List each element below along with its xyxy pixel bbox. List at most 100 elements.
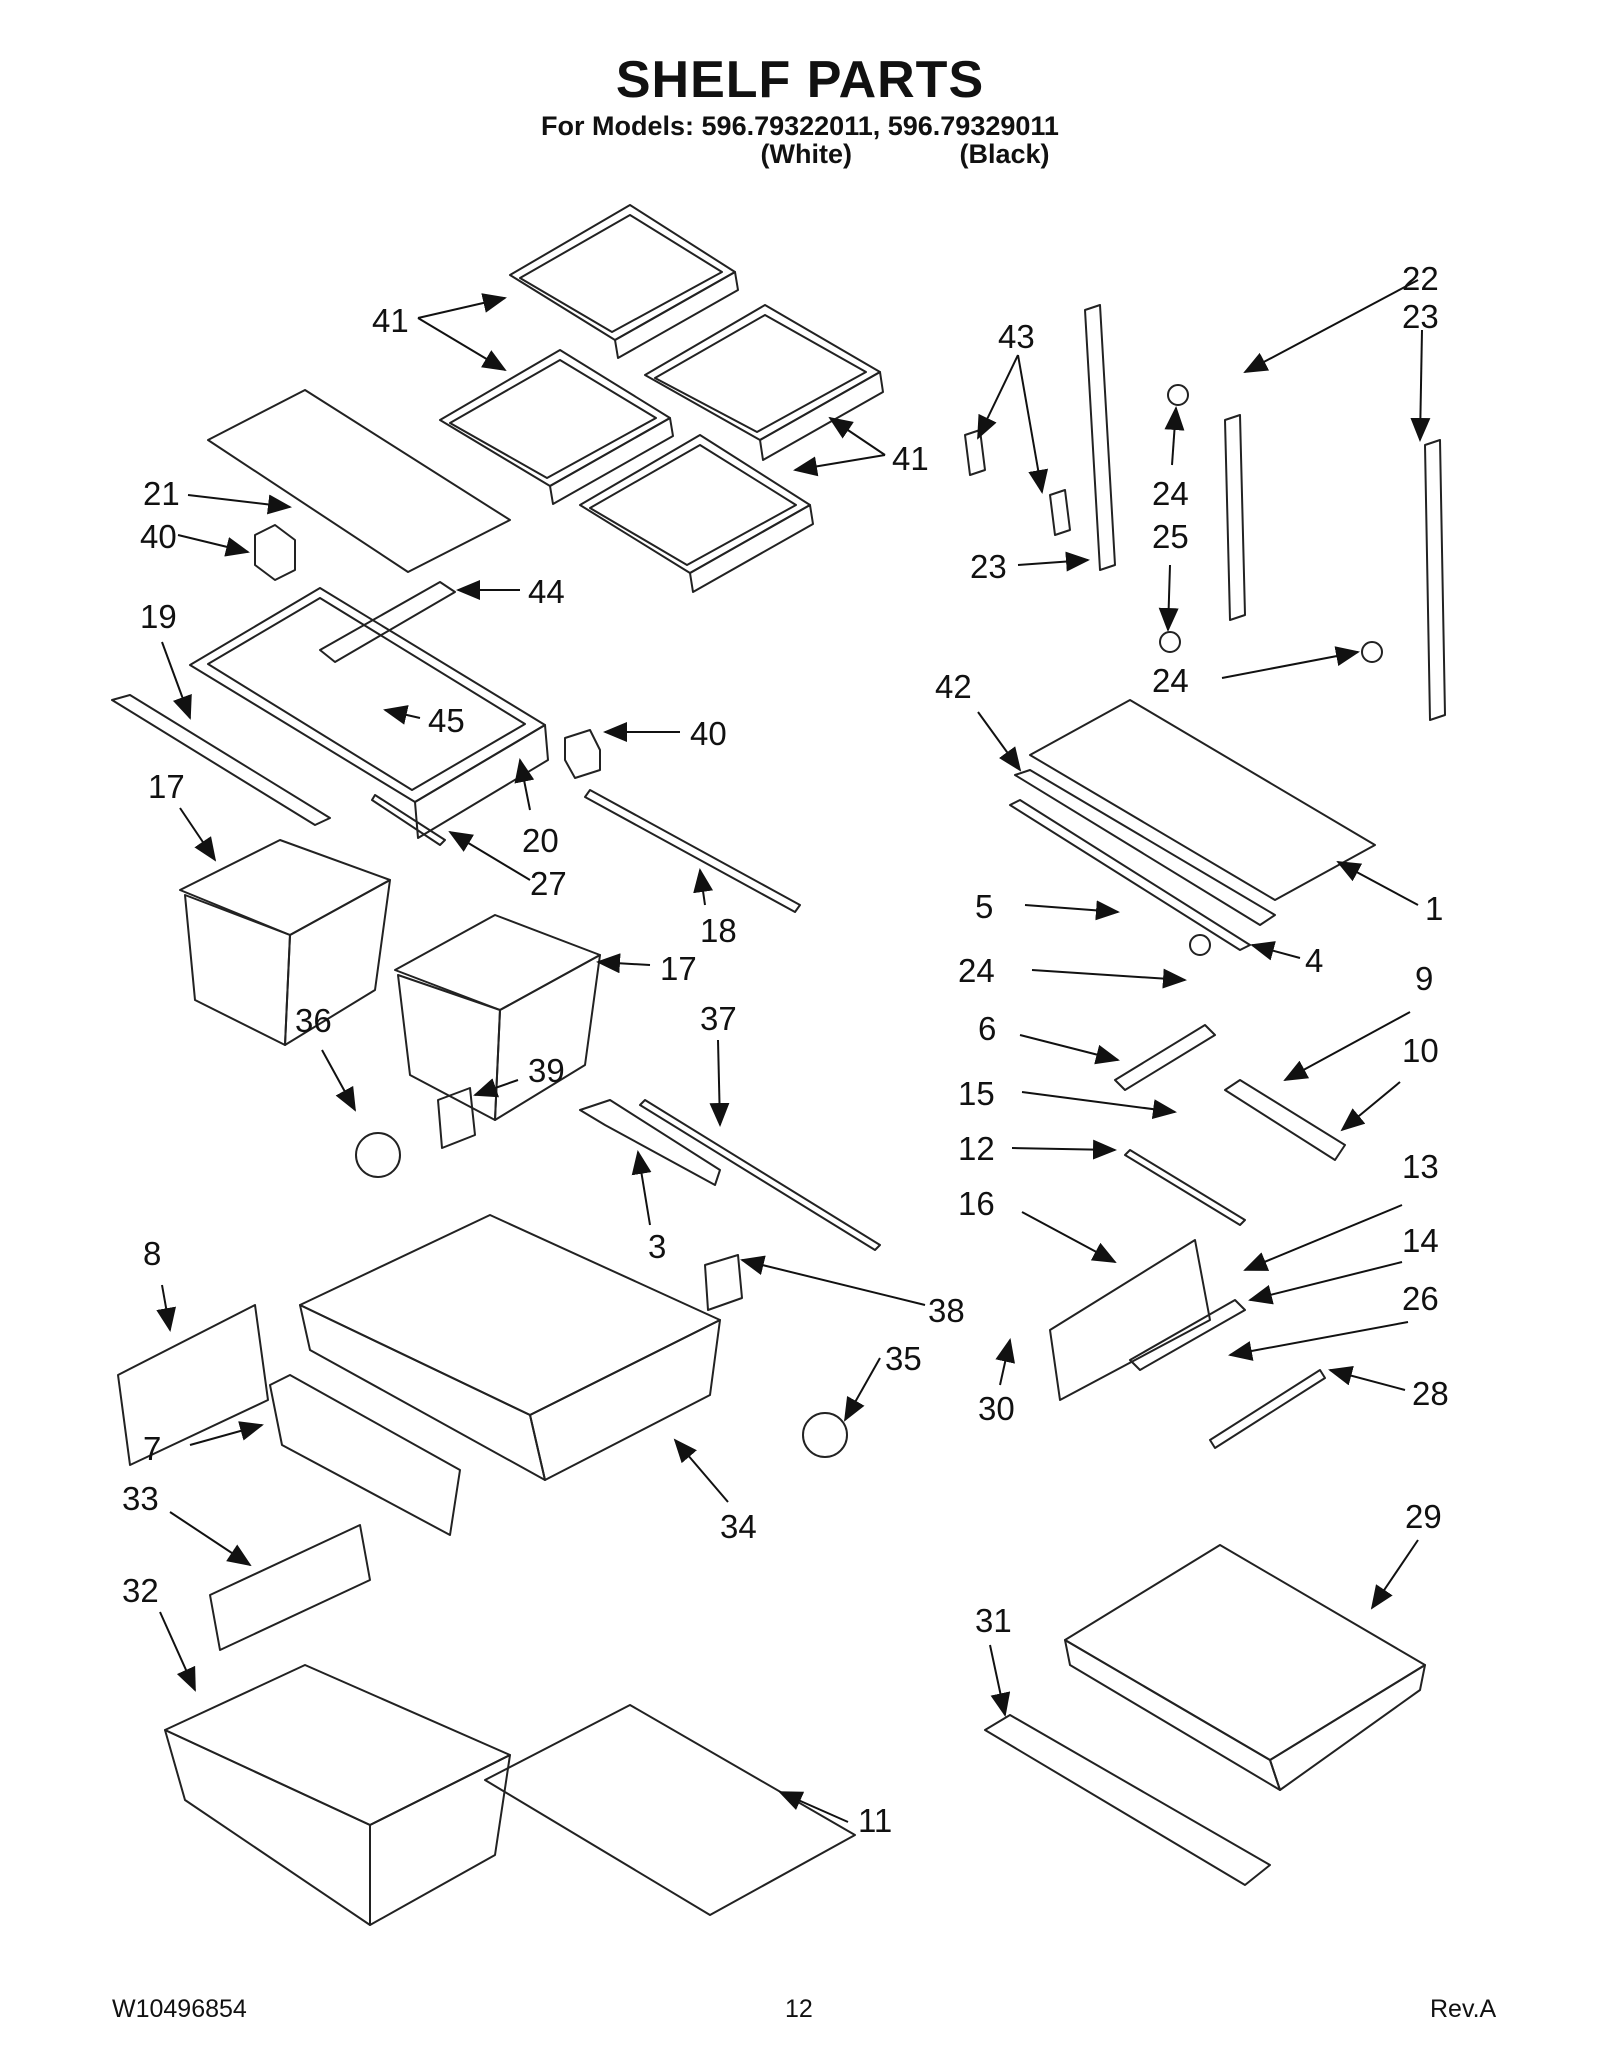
leader-23-b (1017, 551, 1090, 572)
callout-13: 13 (1402, 1148, 1439, 1185)
basket-drawing-32 (164, 1664, 511, 1926)
leader-43-a (977, 354, 1019, 440)
callout-5: 5 (975, 888, 993, 925)
rail-drawing-44 (319, 581, 456, 663)
gear-drawing-35 (802, 1412, 848, 1458)
callout-23-b: 23 (970, 548, 1007, 585)
callout-26: 26 (1402, 1280, 1439, 1317)
bracket-drawing-39 (437, 1087, 476, 1149)
leader-29 (1370, 1539, 1419, 1610)
crisper-drawing-17a (179, 839, 391, 1046)
leader-14 (1248, 1261, 1403, 1305)
callout-33: 33 (122, 1480, 159, 1517)
callout-32: 32 (122, 1572, 159, 1609)
end-cap-drawing-40a (254, 524, 296, 581)
callout-38: 38 (928, 1292, 965, 1329)
leader-31 (989, 1644, 1011, 1717)
leader-30 (995, 1338, 1015, 1386)
leader-21 (187, 494, 292, 515)
leader-24-a (1164, 406, 1185, 466)
clip-drawing-28 (1209, 1369, 1326, 1449)
callout-45: 45 (428, 702, 465, 739)
leader-15 (1021, 1091, 1177, 1120)
callout-40-b: 40 (690, 715, 727, 752)
bracket-drawing-10 (1224, 1079, 1346, 1161)
shelf-drawing-41c (439, 349, 674, 505)
callout-41-b: 41 (892, 440, 929, 477)
leader-25 (1158, 564, 1179, 632)
divider-drawing-33 (209, 1524, 371, 1651)
leader-36 (321, 1049, 356, 1112)
trim-drawing-42 (1014, 769, 1276, 926)
callout-1: 1 (1425, 890, 1443, 927)
leader-42 (977, 711, 1022, 772)
leader-34 (673, 1438, 729, 1503)
document-number: W10496854 (112, 1995, 247, 2023)
leader-26 (1228, 1321, 1409, 1361)
screw-drawing-24b (1361, 641, 1383, 663)
callout-27: 27 (530, 865, 567, 902)
shelf-drawing-41b (644, 304, 884, 461)
callout-35: 35 (885, 1340, 922, 1377)
callout-34: 34 (720, 1508, 757, 1545)
rod-drawing-12 (1124, 1149, 1246, 1226)
callout-17-b: 17 (660, 950, 697, 987)
rail-drawing-22 (1224, 414, 1246, 621)
shelf-drawing-41d (579, 434, 814, 593)
callout-9: 9 (1415, 960, 1433, 997)
cover-drawing-31 (984, 1714, 1271, 1886)
callout-24-b: 24 (1152, 662, 1189, 699)
models-line: For Models: 596.79322011, 596.79329011 (541, 111, 1059, 141)
leader-7 (189, 1421, 264, 1446)
callout-24-a: 24 (1152, 475, 1189, 512)
callout-11: 11 (858, 1802, 892, 1839)
leader-18 (693, 868, 714, 906)
gear-drawing-36 (355, 1132, 401, 1178)
leader-41-b (417, 317, 507, 372)
leader-9 (1283, 1011, 1411, 1081)
callout-19: 19 (140, 598, 177, 635)
callout-42: 42 (935, 668, 972, 705)
callout-3: 3 (648, 1228, 666, 1265)
leader-39 (473, 1078, 519, 1098)
crisper-cover-drawing-20 (189, 587, 549, 839)
leader-4 (1250, 941, 1301, 961)
bin-drawing-29 (1064, 1544, 1426, 1791)
rail-drawing-23a (1084, 304, 1116, 571)
rod-drawing-18 (584, 789, 801, 913)
part-illustrations (111, 204, 1446, 1926)
divider-drawing-8 (117, 1304, 269, 1466)
leader-17-b (596, 953, 651, 974)
callout-37: 37 (700, 1000, 737, 1037)
leader-10 (1340, 1081, 1401, 1132)
crisper-drawing-17b (394, 914, 601, 1121)
callout-39: 39 (528, 1052, 565, 1089)
callout-22: 22 (1402, 260, 1439, 297)
callout-18: 18 (700, 912, 737, 949)
model-variants: (White) (Black) (0, 140, 1600, 168)
screw-drawing-24a (1167, 384, 1189, 406)
callout-41-a: 41 (372, 302, 409, 339)
divider-drawing-27 (371, 794, 446, 846)
page-title: SHELF PARTS (615, 51, 985, 109)
leader-23-a (1410, 329, 1431, 442)
leader-12 (1011, 1139, 1117, 1160)
leader-24-b (1221, 646, 1360, 679)
callout-31: 31 (975, 1602, 1012, 1639)
callout-30: 30 (978, 1390, 1015, 1427)
leader-6 (1019, 1034, 1120, 1065)
variant-white: (White) (760, 139, 852, 169)
leader-1 (1336, 861, 1419, 906)
leader-17-a (179, 807, 217, 862)
leader-37 (709, 1039, 730, 1127)
leader-22 (1243, 279, 1419, 373)
trim-drawing-19 (111, 694, 331, 826)
bracket-drawing-38 (704, 1254, 743, 1311)
callout-8: 8 (143, 1235, 161, 1272)
end-cap-drawing-40b (564, 729, 601, 779)
leader-38 (740, 1255, 926, 1306)
slide-drawing-3 (579, 1099, 721, 1186)
callout-16: 16 (958, 1185, 995, 1222)
leader-33 (169, 1511, 252, 1567)
